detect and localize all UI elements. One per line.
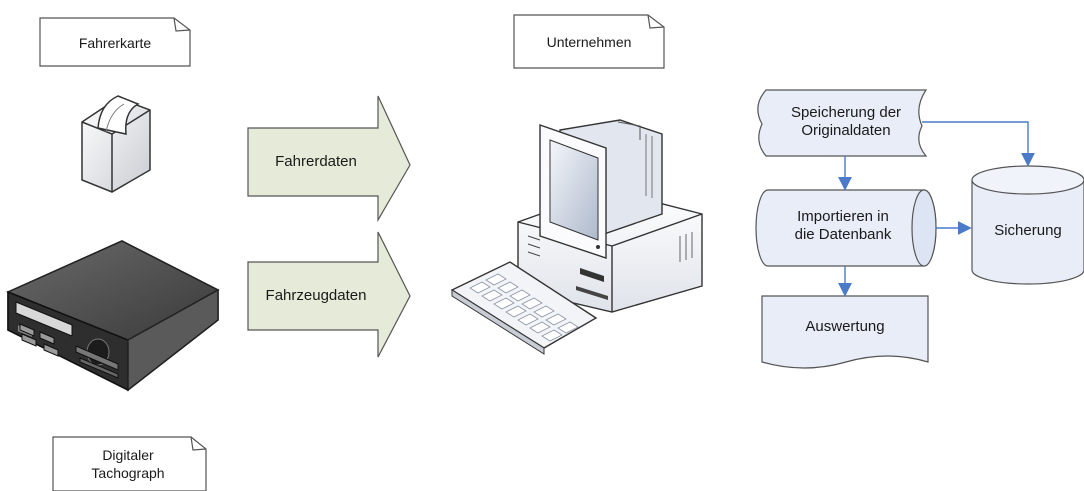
label-fahrerkarte: Fahrerkarte	[78, 35, 152, 51]
driver-card-icon	[81, 95, 151, 193]
note-tachograph	[52, 436, 207, 491]
label-speicherung: Speicherung der Originaldaten	[766, 104, 926, 140]
label-auswertung: Auswertung	[805, 318, 885, 335]
label-sicherung: Sicherung	[994, 222, 1062, 239]
shape-speicherung	[757, 89, 928, 157]
label-unternehmen: Unternehmen	[546, 34, 632, 50]
note-fahrerkarte	[39, 17, 191, 67]
label-tachograph: Digitaler Tachograph	[53, 446, 203, 482]
label-tachograph-line1: Digitaler	[102, 447, 154, 463]
label-fahrzeugdaten: Fahrzeugdaten	[265, 287, 367, 304]
connector-speicherung-sicherung	[922, 121, 1035, 167]
label-import: Importieren in die Datenbank	[768, 208, 918, 244]
label-speicherung-line2: Originaldaten	[801, 122, 891, 139]
label-speicherung-line1: Speicherung der	[790, 104, 902, 121]
label-fahrerdaten: Fahrerdaten	[275, 153, 357, 170]
shape-auswertung	[761, 295, 929, 369]
label-import-line2: die Datenbank	[794, 226, 892, 243]
arrow-fahrerdaten	[247, 95, 411, 223]
computer-icon	[450, 119, 703, 355]
shape-sicherung	[971, 165, 1084, 285]
shape-import	[755, 189, 937, 267]
note-unternehmen	[513, 14, 665, 69]
arrow-fahrzeugdaten	[247, 231, 411, 358]
label-import-line1: Importieren in	[797, 208, 889, 225]
label-tachograph-line2: Tachograph	[91, 465, 165, 481]
tachograph-device-icon	[6, 240, 220, 392]
connector-lines	[838, 121, 1035, 297]
